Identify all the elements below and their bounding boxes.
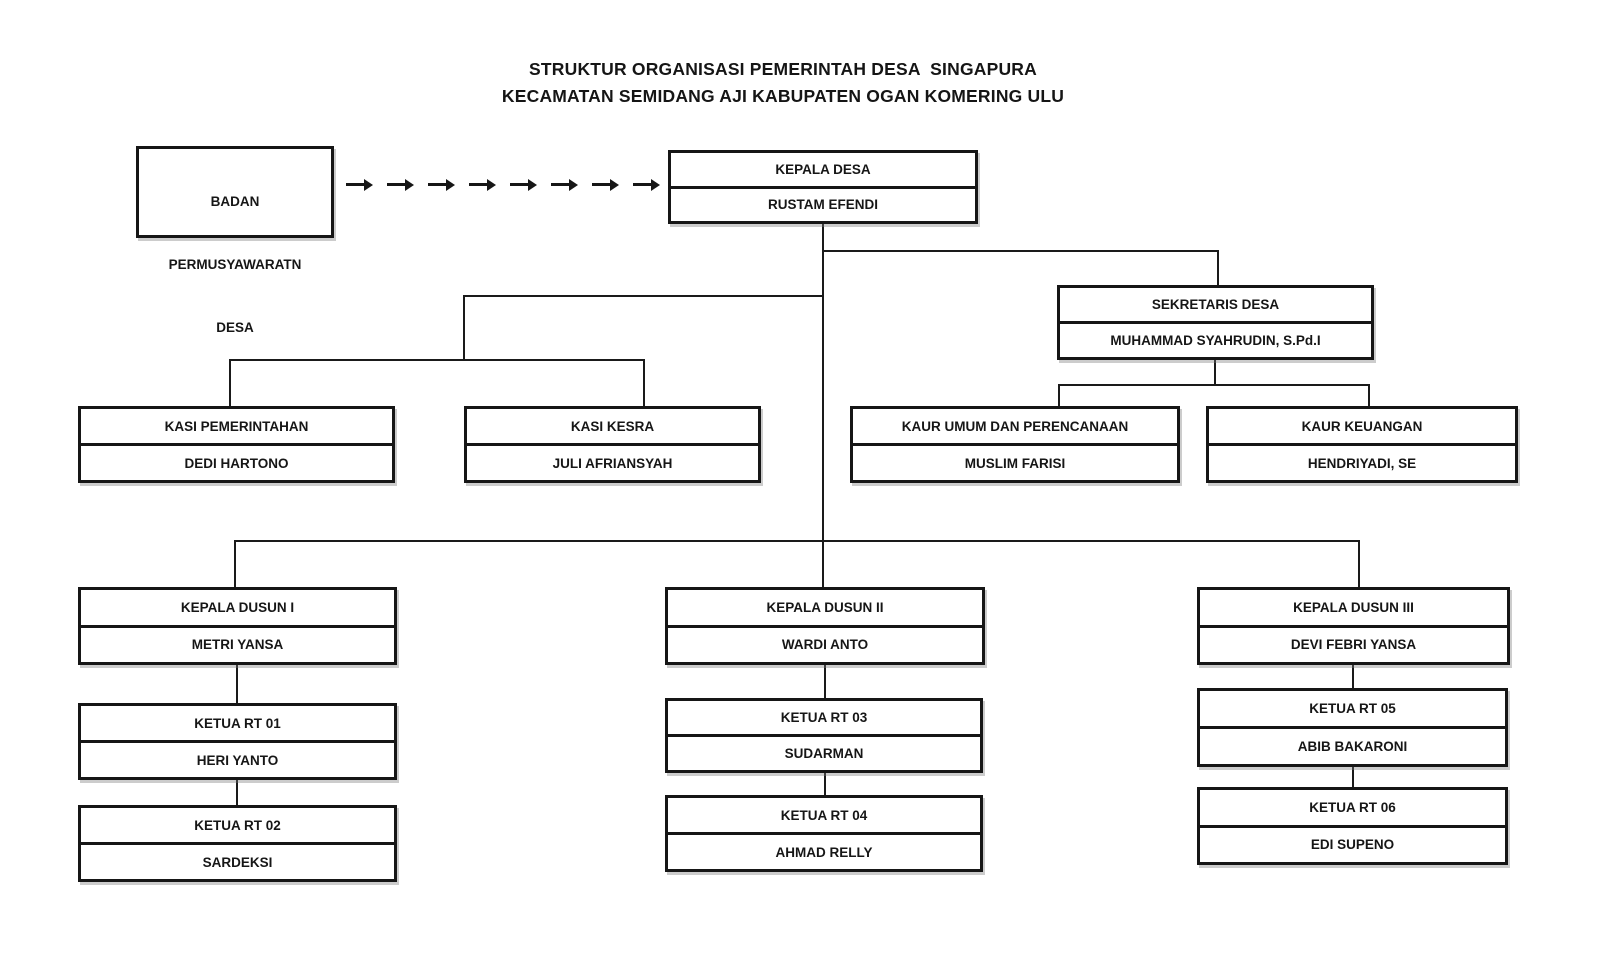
connector-dusun-bus	[234, 540, 1360, 542]
role-label: KEPALA DUSUN II	[668, 590, 982, 628]
title-line-1: STRUKTUR ORGANISASI PEMERINTAH DESA SING…	[529, 59, 1037, 79]
connector-main-vertical	[822, 224, 824, 587]
name-label: RUSTAM EFENDI	[768, 197, 878, 213]
right-arrow-icon	[592, 176, 619, 193]
connector-dusun3-rt05	[1352, 665, 1354, 688]
connector-rt03-rt04	[824, 773, 826, 795]
connector-dusun1-drop	[234, 540, 236, 587]
name-label: SUDARMAN	[784, 746, 864, 761]
connector-rt01-rt02	[236, 780, 238, 805]
connector-rt05-rt06	[1352, 767, 1354, 787]
node-ketua-rt-04: KETUA RT 04 AHMAD RELLY	[665, 795, 983, 872]
right-arrow-icon	[428, 176, 455, 193]
name-label: SARDEKSI	[202, 854, 273, 870]
node-label: BADAN PERMUSYAWARATN DESA	[139, 149, 331, 380]
bpd-line-1: BADAN	[210, 194, 260, 209]
right-arrow-icon	[633, 176, 660, 193]
right-arrow-icon	[469, 176, 496, 193]
node-kaur-keuangan: KAUR KEUANGAN HENDRIYADI, SE	[1206, 406, 1518, 483]
role-label: KETUA RT 06	[1200, 790, 1505, 828]
role-label: KAUR UMUM DAN PERENCANAAN	[853, 409, 1177, 446]
right-arrow-icon	[510, 176, 537, 193]
name-label: MUHAMMAD SYAHRUDIN, S.Pd.I	[1110, 333, 1321, 348]
connector-kasi-kesra-drop	[643, 359, 645, 406]
node-ketua-rt-05: KETUA RT 05 ABIB BAKARONI	[1197, 688, 1508, 767]
node-kepala-desa: KEPALA DESA RUSTAM EFENDI	[668, 150, 978, 224]
name-label: ABIB BAKARONI	[1297, 739, 1408, 754]
role-label: KAUR KEUANGAN	[1209, 409, 1515, 446]
node-sekretaris-desa: SEKRETARIS DESA MUHAMMAD SYAHRUDIN, S.Pd…	[1057, 285, 1374, 360]
node-kaur-umum-dan-perencanaan: KAUR UMUM DAN PERENCANAAN MUSLIM FARISI	[850, 406, 1180, 483]
connector-kasi-branch-riser	[463, 295, 465, 359]
role-label: KETUA RT 03	[668, 701, 980, 737]
name-label: DEDI HARTONO	[184, 455, 289, 471]
node-ketua-rt-02: KETUA RT 02 SARDEKSI	[78, 805, 397, 882]
node-ketua-rt-06: KETUA RT 06 EDI SUPENO	[1197, 787, 1508, 865]
name-label: DEVI FEBRI YANSA	[1290, 637, 1417, 653]
role-label: KEPALA DUSUN I	[81, 590, 394, 628]
connector-sekretaris-out	[1214, 360, 1216, 386]
connector-to-sekretaris-horizontal	[822, 250, 1219, 252]
right-arrow-icon	[346, 176, 373, 193]
role-label: KASI PEMERINTAHAN	[81, 409, 392, 446]
right-arrow-icon	[387, 176, 414, 193]
name-label: EDI SUPENO	[1310, 837, 1395, 853]
name-label: WARDI ANTO	[781, 637, 869, 653]
bpd-to-kepala-arrow-row	[346, 176, 660, 193]
title-line-2: KECAMATAN SEMIDANG AJI KABUPATEN OGAN KO…	[501, 86, 1065, 106]
bpd-line-3: DESA	[216, 320, 254, 335]
role-label: KASI KESRA	[467, 409, 758, 446]
node-ketua-rt-01: KETUA RT 01 HERI YANTO	[78, 703, 397, 780]
connector-kaur-bus	[1058, 384, 1370, 386]
connector-kasi-bus	[229, 359, 645, 361]
connector-kasi-branch-horizontal	[463, 295, 824, 297]
connector-dusun1-rt01	[236, 665, 238, 703]
name-label: METRI YANSA	[191, 637, 284, 653]
role-label: KETUA RT 02	[81, 808, 394, 845]
node-badan-permusyawaratan-desa: BADAN PERMUSYAWARATN DESA	[136, 146, 334, 335]
connector-dusun2-rt03	[824, 665, 826, 698]
name-label: HERI YANTO	[196, 752, 279, 768]
connector-kaur-keuangan-drop	[1368, 384, 1370, 406]
role-label: KETUA RT 01	[81, 706, 394, 743]
node-ketua-rt-03: KETUA RT 03 SUDARMAN	[665, 698, 983, 773]
name-label: JULI AFRIANSYAH	[552, 455, 673, 471]
name-label: AHMAD RELLY	[775, 844, 873, 860]
connector-to-sekretaris-drop	[1217, 250, 1219, 285]
name-label: MUSLIM FARISI	[964, 455, 1066, 471]
role-label: KEPALA DUSUN III	[1200, 590, 1507, 628]
role-label: SEKRETARIS DESA	[1060, 288, 1371, 324]
node-kepala-dusun-3: KEPALA DUSUN III DEVI FEBRI YANSA	[1197, 587, 1510, 665]
node-kepala-dusun-1: KEPALA DUSUN I METRI YANSA	[78, 587, 397, 665]
node-kepala-dusun-2: KEPALA DUSUN II WARDI ANTO	[665, 587, 985, 665]
node-kasi-pemerintahan: KASI PEMERINTAHAN DEDI HARTONO	[78, 406, 395, 483]
role-label: KETUA RT 05	[1200, 691, 1505, 729]
connector-kasi-pemerintahan-drop	[229, 359, 231, 406]
name-label: HENDRIYADI, SE	[1307, 455, 1417, 471]
role-label: KETUA RT 04	[668, 798, 980, 835]
page-title: STRUKTUR ORGANISASI PEMERINTAH DESA SING…	[0, 56, 1566, 110]
node-kasi-kesra: KASI KESRA JULI AFRIANSYAH	[464, 406, 761, 483]
role-label: KEPALA DESA	[671, 153, 975, 189]
connector-dusun3-drop	[1358, 540, 1360, 587]
bpd-line-2: PERMUSYAWARATN	[168, 257, 302, 272]
right-arrow-icon	[551, 176, 578, 193]
connector-kaur-umum-drop	[1058, 384, 1060, 406]
